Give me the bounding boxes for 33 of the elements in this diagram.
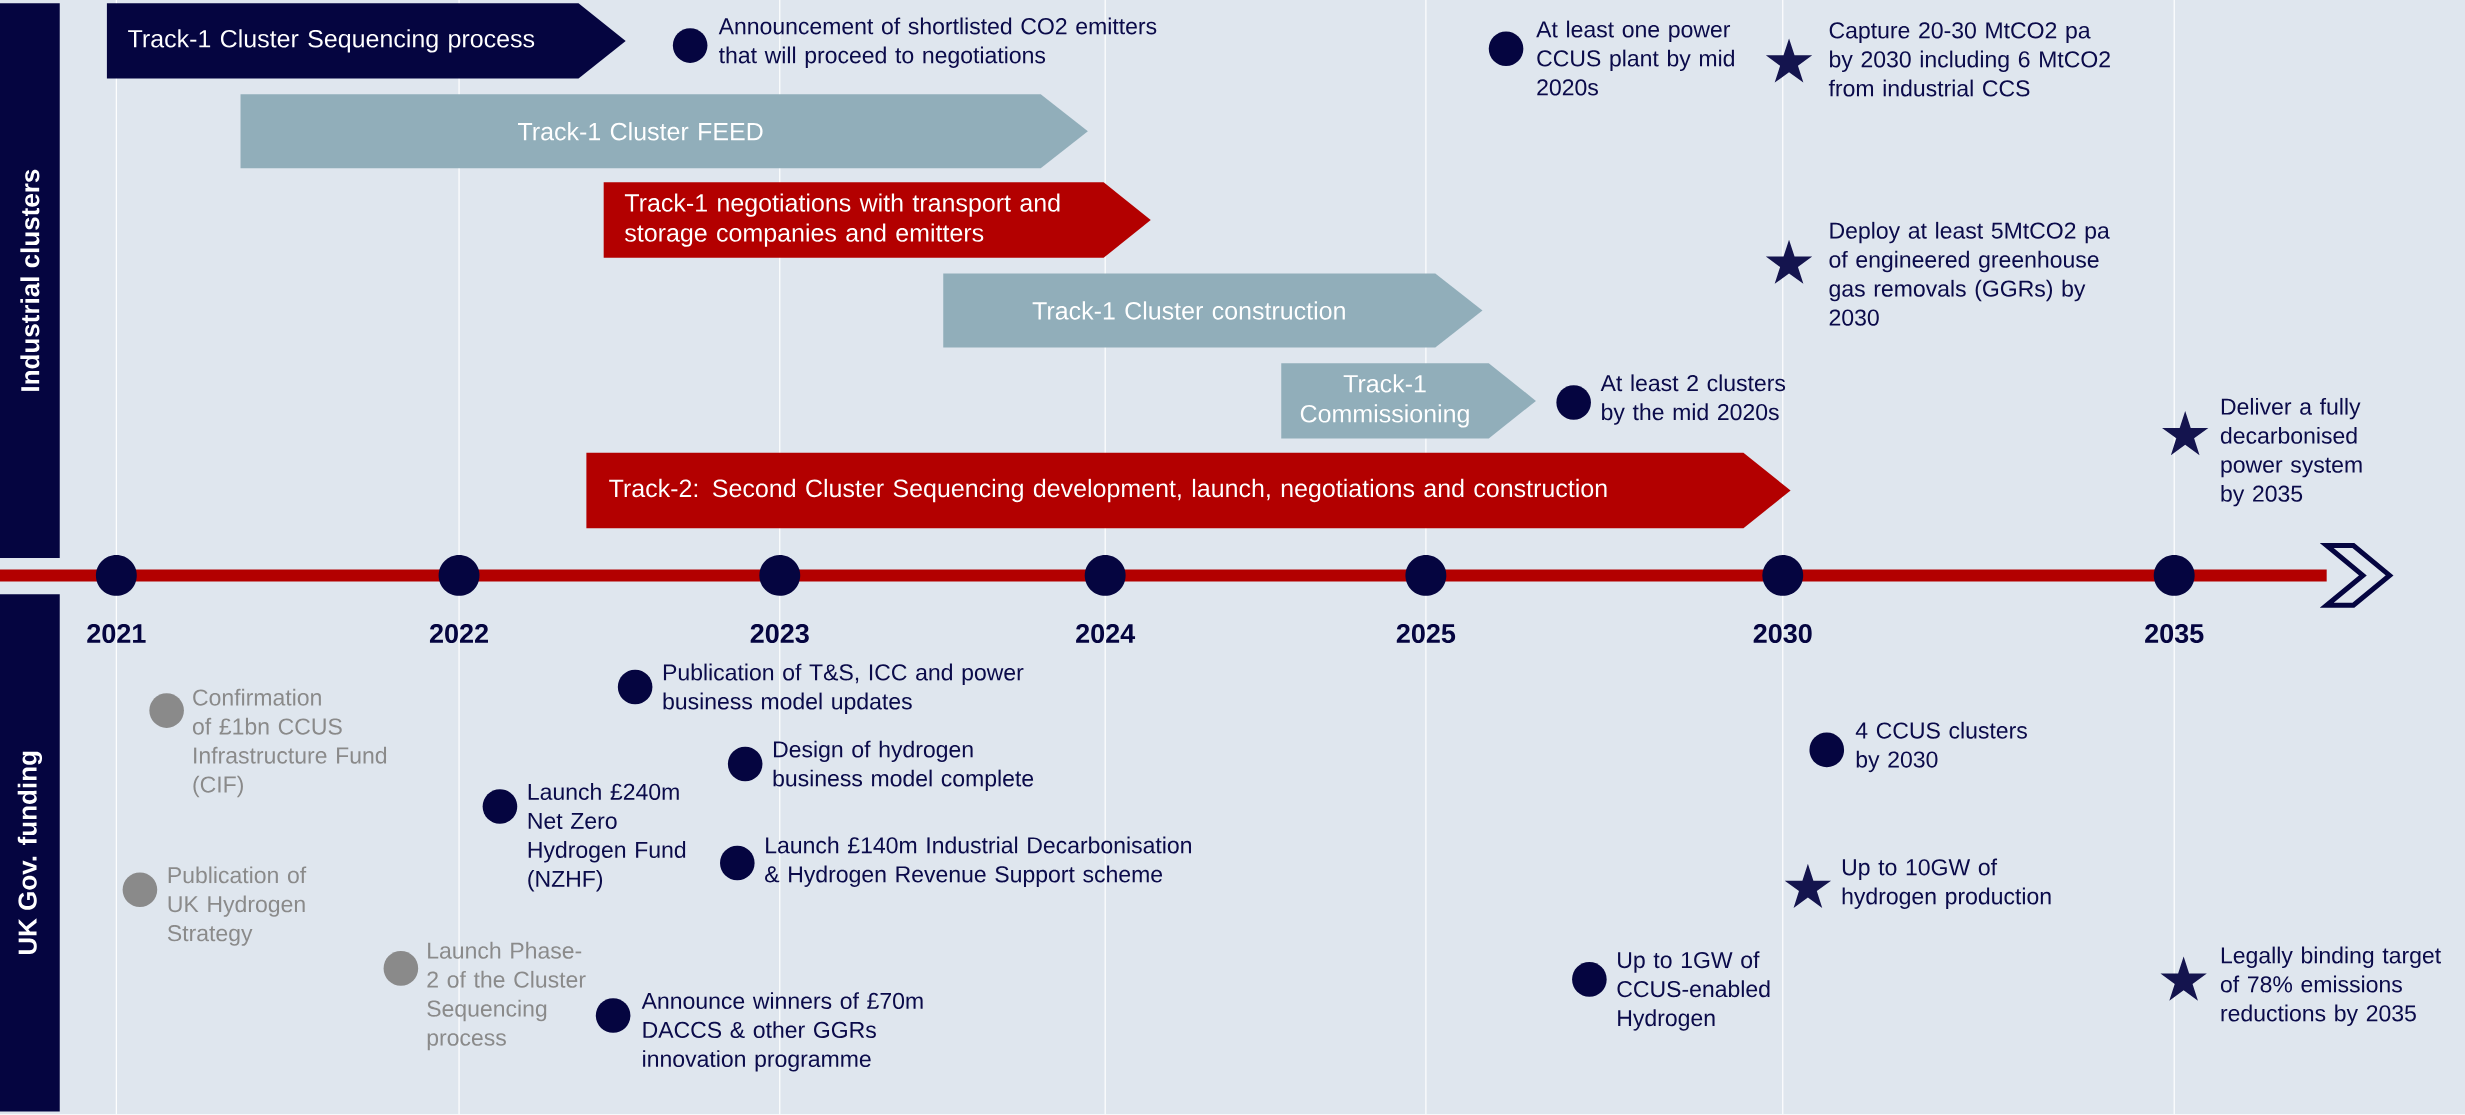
milestone-text: Deploy at least 5MtCO2 pa of engineered greenhouse gas removals (GGRs) by 2030: [1829, 222, 2110, 326]
milestone-text: Legally binding target of 78% emissions reductions by 2035: [2220, 946, 2441, 1027]
year-label: 2030: [1753, 624, 1812, 644]
milestone-text: Capture 20-30 MtCO2 pa by 2030 including 6 MtCO2 from industrial CCS: [1828, 22, 2110, 97]
milestone-text: Announce winners of £70m DACCS & other GGRs innovation programme: [641, 992, 923, 1072]
phase-banner: Track-1 negotiations with transport and storage companies and emitters: [603, 182, 1151, 259]
phase-banner: Track-1 Cluster FEED: [240, 94, 1088, 169]
milestone-text: At least one power CCUS plant by mid 2020s: [1536, 20, 1734, 96]
milestone-text: Launch £140m Industrial Decarbonisation & Hydrogen Revenue Support scheme: [765, 836, 1191, 888]
milestone-text: At least 2 clusters by the mid 2020s: [1600, 374, 1786, 425]
milestone-text: 4 CCUS clusters by 2030: [1855, 722, 2027, 773]
year-label: 2022: [429, 624, 488, 644]
year-label: 2024: [1076, 624, 1136, 644]
milestone-text: Publication of T&S, ICC and power business model updates: [663, 663, 1024, 715]
section-band: UK Gov. funding: [0, 594, 60, 1112]
milestone-text: Deliver a fully decarbonised power system by 2035: [2220, 398, 2362, 507]
milestone-text: Up to 10GW of hydrogen production: [1842, 858, 2051, 910]
milestone-text: Confirmation of £1bn CCUS Infrastructure Fund (CIF): [192, 688, 387, 798]
phase-banner: Track-1 Commissioning: [1281, 363, 1536, 439]
year-label: 2021: [87, 624, 146, 644]
year-label: 2023: [750, 624, 809, 644]
section-band: Industrial clusters: [0, 3, 60, 559]
milestone-text: Design of hydrogen business model complete: [773, 740, 1034, 792]
milestone-text: Launch £240m Net Zero Hydrogen Fund (NZHF): [528, 783, 686, 892]
year-label: 2025: [1396, 624, 1456, 644]
milestone-text: Up to 1GW of CCUS-enabled Hydrogen: [1617, 951, 1770, 1031]
milestone-text: Announcement of shortlisted CO2 emitters that will proceed to negotiations: [718, 17, 1157, 69]
phase-banner: Track-1 Cluster Sequencing process: [106, 3, 626, 79]
phase-banner: Track-1 Cluster construction: [943, 273, 1483, 348]
phase-banner: Track-2: Second Cluster Sequencing development, launch, negotiations and construction: [586, 452, 1791, 529]
milestone-text: Publication of UK Hydrogen Strategy: [167, 866, 307, 947]
milestone-text: Launch Phase-2 of the Cluster Sequencing process: [427, 942, 586, 1051]
year-label: 2035: [2145, 624, 2204, 644]
